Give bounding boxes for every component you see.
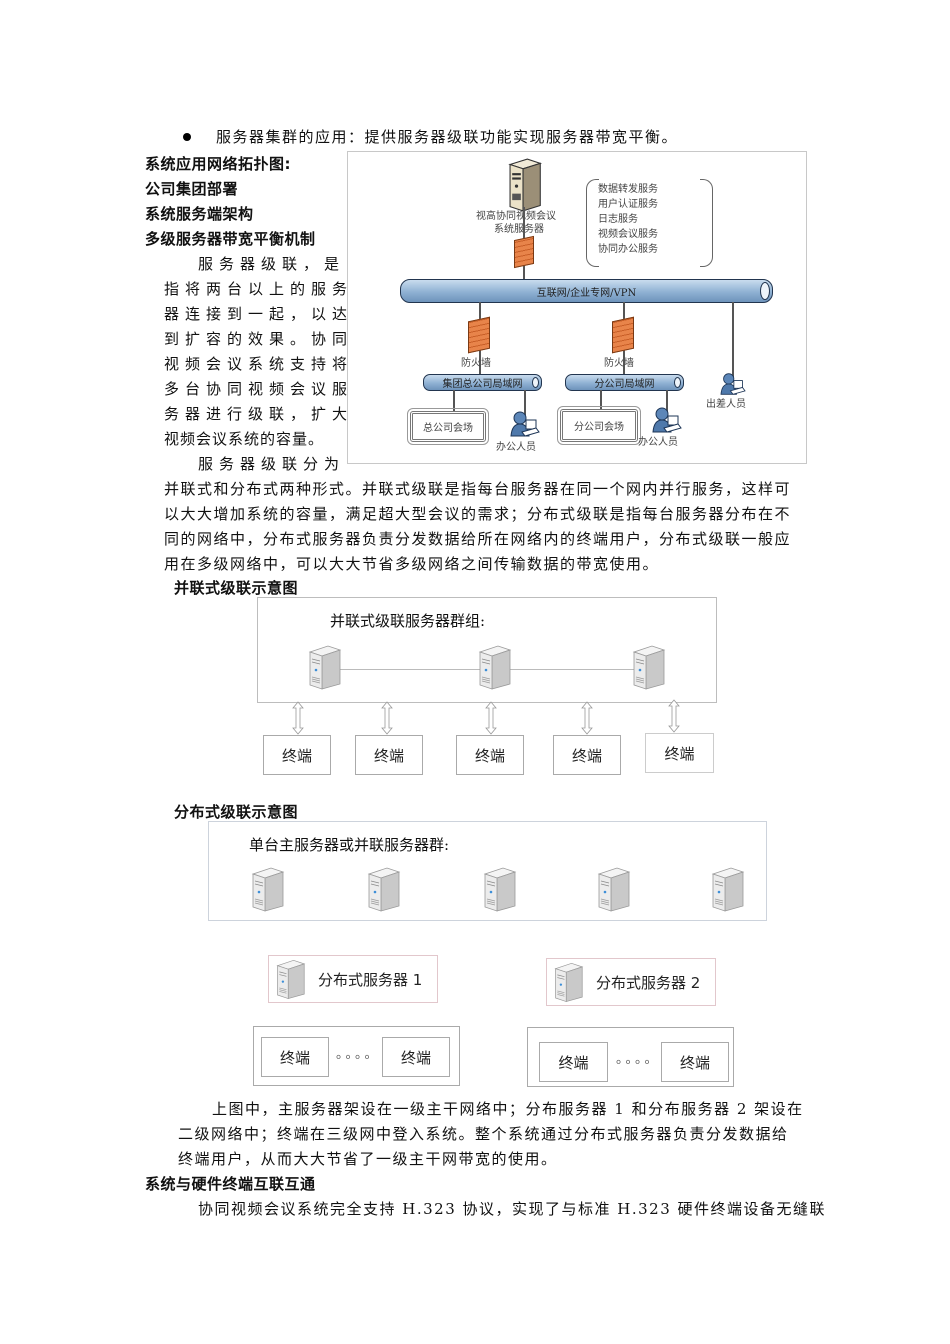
venue-branch: 分公司会场 [557, 406, 641, 445]
server-icon [249, 864, 285, 914]
parallel-group-label: 并联式级联服务器群组: [330, 612, 486, 630]
services-brace-left [586, 179, 599, 267]
para-line: 协同视频会议系统完全支持 H.323 协议，实现了与标准 H.323 硬件终端设… [198, 1200, 827, 1218]
heading-parallel-diagram: 并联式级联示意图 [174, 579, 299, 597]
server-icon [365, 864, 401, 914]
para-line: 视频会议系统的容量。 [164, 430, 325, 448]
lan-branch-pipe: 分公司局域网 [565, 374, 684, 391]
firewall-left-icon [468, 316, 490, 354]
para-line: 用在多级网络中，可以大大节省多级网络之间传输数据的带宽使用。 [164, 555, 660, 573]
para-line: 务器进行级联，扩大 [164, 405, 354, 423]
services-list: 数据转发服务 用户认证服务 日志服务 视频会议服务 协同办公服务 [598, 184, 658, 255]
server-label-2: 系统服务器 [494, 224, 544, 235]
office-staff-label-1: 办公人员 [496, 442, 536, 453]
firewall-right-icon [612, 316, 634, 354]
terminal-box: 终端 [261, 1037, 329, 1077]
server-icon [630, 644, 666, 690]
para-line: 多台协同视频会议服 [164, 380, 354, 398]
bidirectional-arrow-icon [292, 701, 304, 735]
para-line: 上图中，主服务器架设在一级主干网络中；分布服务器 1 和分布服务器 2 架设在 [212, 1100, 804, 1118]
para-line: 器连接到一起，以达 [164, 305, 354, 323]
bullet-icon [183, 133, 191, 141]
office-staff-icon [652, 406, 682, 434]
heading-topology: 系统应用网络拓扑图: [145, 155, 291, 173]
terminal-box: 终端 [645, 733, 714, 773]
terminal-box: 终端 [539, 1042, 608, 1082]
ellipsis-dots: 。。。。 [616, 1052, 661, 1067]
heading-server-arch: 系统服务端架构 [145, 205, 254, 223]
heading-bandwidth: 多级服务器带宽平衡机制 [145, 230, 316, 248]
heading-distributed-diagram: 分布式级联示意图 [174, 803, 299, 821]
bidirectional-arrow-icon [485, 701, 497, 735]
distributed-group-label: 单台主服务器或并联服务器群: [249, 836, 450, 854]
firewall-icon [514, 235, 534, 269]
terminal-box: 终端 [553, 735, 621, 775]
server-icon [274, 958, 306, 1000]
para-line: 到扩容的效果。协同 [164, 330, 354, 348]
server-icon [476, 644, 512, 690]
para-line: 以大大增加系统的容量，满足超大型会议的需求；分布式级联是指每台服务器分布在不 [164, 505, 792, 523]
traveling-staff-label: 出差人员 [706, 399, 746, 410]
server-icon [306, 644, 342, 690]
lan-hq-pipe: 集团总公司局域网 [423, 374, 542, 391]
bullet-item: 服务器集群的应用：提供服务器级联功能实现服务器带宽平衡。 [216, 128, 679, 146]
terminal-box: 终端 [382, 1037, 450, 1077]
server-icon [552, 961, 584, 1003]
distributed-server-2: 分布式服务器 2 [546, 958, 716, 1006]
para-line: 服务器级联，是 [198, 255, 346, 273]
heading-interop: 系统与硬件终端互联互通 [145, 1175, 316, 1193]
venue-hq: 总公司会场 [407, 408, 489, 445]
office-staff-label-2: 办公人员 [638, 437, 678, 448]
terminal-box: 终端 [263, 735, 331, 775]
heading-group-deploy: 公司集团部署 [145, 180, 239, 198]
firewall-right-label: 防火墙 [604, 358, 634, 369]
server-icon [595, 864, 631, 914]
terminal-group-2: 终端 。。。。 终端 [527, 1027, 734, 1087]
parallel-server-group: 并联式级联服务器群组: [257, 597, 717, 703]
para-line: 二级网络中；终端在三级网中登入系统。整个系统通过分布式服务器负责分发数据给 [178, 1125, 789, 1143]
backbone-pipe: 互联网/企业专网/VPN [400, 279, 773, 303]
para-line: 并联式和分布式两种形式。并联式级联是指每台服务器在同一个网内并行服务，这样可 [164, 480, 792, 498]
bidirectional-arrow-icon [381, 701, 393, 735]
terminal-box: 终端 [355, 735, 423, 775]
firewall-left-label: 防火墙 [461, 358, 491, 369]
distributed-server-1: 分布式服务器 1 [268, 955, 438, 1003]
office-staff-icon [510, 410, 540, 438]
para-line: 视频会议系统支持将 [164, 355, 354, 373]
topology-diagram: 视高协同视频会议 系统服务器 数据转发服务 用户认证服务 日志服务 视频会议服务… [347, 151, 807, 464]
para-line: 服务器级联分为 [198, 455, 346, 473]
bidirectional-arrow-icon [581, 701, 593, 735]
server-icon [481, 864, 517, 914]
terminal-box: 终端 [661, 1042, 729, 1082]
main-server-group: 单台主服务器或并联服务器群: [208, 821, 767, 921]
server-icon [709, 864, 745, 914]
services-brace-right [700, 179, 713, 267]
para-line: 同的网络中，分布式服务器负责分发数据给所在网络内的终端用户，分布式级联一般应 [164, 530, 792, 548]
main-server-icon [503, 158, 543, 212]
ellipsis-dots: 。。。。 [336, 1047, 381, 1062]
traveling-staff-icon [719, 372, 747, 396]
server-label-1: 视高协同视频会议 [476, 211, 556, 222]
terminal-box: 终端 [456, 735, 524, 775]
para-line: 终端用户，从而大大节省了一级主干网带宽的使用。 [178, 1150, 558, 1168]
para-line: 指将两台以上的服务 [164, 280, 354, 298]
terminal-group-1: 终端 。。。。 终端 [253, 1026, 460, 1086]
bidirectional-arrow-icon [668, 699, 680, 733]
